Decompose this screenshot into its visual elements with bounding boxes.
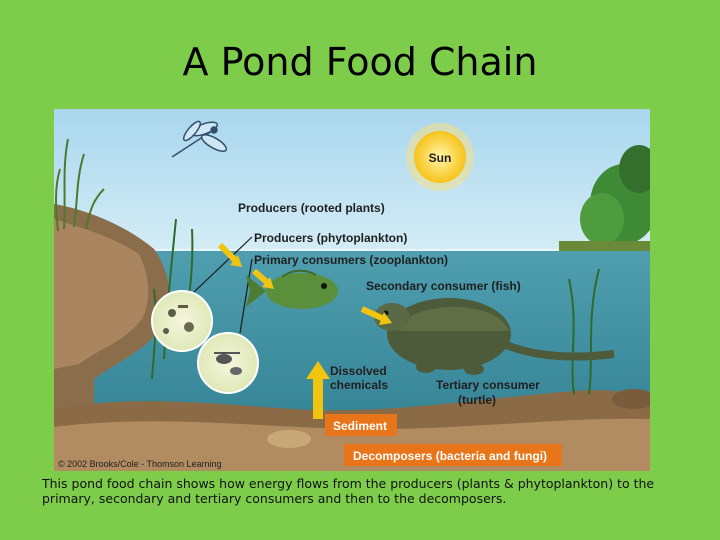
reeds (55, 138, 105, 232)
label-secondary-consumer: Secondary consumer (fish) (366, 279, 521, 293)
label-chemicals: chemicals (330, 378, 388, 392)
decomposers-box: Decomposers (bacteria and fungi) (344, 444, 562, 466)
label-sediment: Sediment (333, 419, 387, 433)
zooplankton-magnified (197, 332, 259, 394)
fish-icon (246, 269, 338, 309)
sun-label: Sun (429, 151, 452, 165)
label-tertiary-consumer: Tertiary consumer (436, 378, 540, 392)
rock (267, 430, 311, 448)
copyright-credit: © 2002 Brooks/Cole - Thomson Learning (58, 459, 222, 469)
pond-illustration: Sun (54, 109, 650, 471)
sediment-box: Sediment (325, 414, 397, 436)
dragonfly-icon (171, 120, 228, 158)
slide-title: A Pond Food Chain (182, 40, 538, 84)
sky (54, 109, 650, 259)
label-producers-rooted: Producers (rooted plants) (238, 201, 385, 215)
energy-arrows (217, 242, 392, 419)
phytoplankton-magnified (151, 290, 213, 352)
label-primary-consumers: Primary consumers (zooplankton) (254, 253, 448, 267)
label-turtle: (turtle) (458, 393, 496, 407)
pond-diagram: Sun (54, 109, 650, 471)
label-producers-phytoplankton: Producers (phytoplankton) (254, 231, 407, 245)
label-dissolved: Dissolved (330, 364, 387, 378)
sun (406, 123, 474, 191)
slide-caption: This pond food chain shows how energy fl… (42, 476, 655, 506)
shore-trees (559, 145, 650, 251)
label-decomposers: Decomposers (bacteria and fungi) (353, 449, 547, 463)
